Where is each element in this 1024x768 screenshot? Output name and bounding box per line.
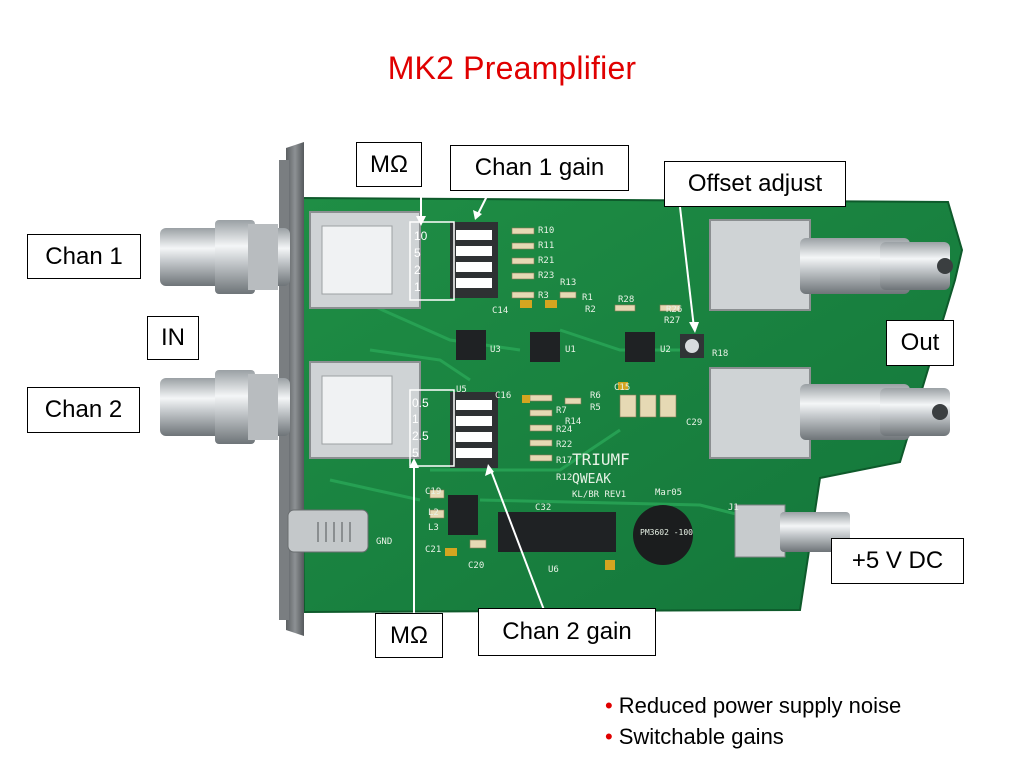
bullet-dot: • — [605, 692, 613, 718]
callout-chan2: Chan 2 — [27, 387, 140, 433]
bnc-input-chan2 — [160, 370, 290, 444]
silk-triumf: TRIUMF — [572, 450, 630, 469]
callout-in: IN — [147, 316, 199, 360]
silk-r5: R5 — [590, 403, 601, 413]
bullet-text: Reduced power supply noise — [618, 692, 902, 718]
input-shield-top — [309, 211, 421, 309]
chan1-gain-1: 1 — [414, 280, 421, 294]
callout-out: Out — [886, 320, 954, 366]
silk-r12: R12 — [556, 473, 572, 483]
bullet-item: • Switchable gains — [605, 721, 901, 752]
output-connector-top — [709, 219, 953, 311]
silk-l3: L3 — [428, 523, 439, 533]
feature-bullets: • Reduced power supply noise • Switchabl… — [605, 690, 901, 752]
silk-r2: R2 — [585, 305, 596, 315]
ic-regulator — [448, 495, 478, 535]
callout-offset-adjust: Offset adjust — [664, 161, 846, 207]
dip-switch-chan1 — [450, 222, 498, 298]
silk-c29: C29 — [686, 418, 702, 428]
silk-r24: R24 — [556, 425, 572, 435]
chan2-gain-values: 0.5 1 2.5 5 — [412, 396, 429, 460]
inductor-coil — [633, 505, 693, 565]
chan2-gain-0-5: 0.5 — [412, 396, 429, 410]
silk-c19: C19 — [425, 487, 441, 497]
silk-r7: R7 — [556, 406, 567, 416]
silk-date: Mar05 — [655, 488, 682, 498]
ic-u1 — [530, 332, 560, 362]
chan1-gain-5: 5 — [414, 246, 421, 260]
chan1-gain-2: 2 — [414, 263, 421, 277]
silk-r11: R11 — [538, 241, 554, 251]
silk-r10: R10 — [538, 226, 554, 236]
callout-chan1: Chan 1 — [27, 234, 141, 279]
callout-chan2-gain: Chan 2 gain — [478, 608, 656, 656]
callout-arrows — [409, 188, 699, 614]
silk-revision: KL/BR REV1 — [572, 490, 626, 500]
silk-u6: U6 — [548, 565, 559, 575]
silk-c20: C20 — [468, 561, 484, 571]
chan1-gain-10: 10 — [414, 229, 428, 243]
silk-r27: R27 — [664, 316, 680, 326]
callout-mohm-top: MΩ — [356, 142, 422, 187]
silk-u5: U5 — [456, 385, 467, 395]
silk-r18: R18 — [712, 349, 728, 359]
chan1-gain-values: 10 5 2 1 — [414, 229, 428, 294]
silk-r14: R14 — [565, 417, 581, 427]
silk-j1: J1 — [728, 503, 739, 513]
silk-c15: C15 — [614, 383, 630, 393]
silk-l2: L2 — [428, 508, 439, 518]
silk-u3: U3 — [490, 345, 501, 355]
slide-title: MK2 Preamplifier — [387, 50, 637, 86]
silk-inductor: PM3602 -100 — [640, 528, 693, 537]
bullet-text: Switchable gains — [618, 723, 784, 749]
silk-u2: U2 — [660, 345, 671, 355]
callout-plus5vdc: +5 V DC — [831, 538, 964, 584]
output-connector-bottom — [709, 367, 950, 459]
silk-gnd: GND — [376, 537, 392, 547]
smd-parts — [429, 227, 681, 549]
input-shield-bottom — [309, 361, 421, 459]
silk-r3: R3 — [538, 291, 549, 301]
silk-r23: R23 — [538, 271, 554, 281]
ic-u6 — [498, 512, 616, 552]
gnd-post — [287, 509, 369, 553]
silk-r1: R1 — [582, 293, 593, 303]
chan2-gain-5: 5 — [412, 446, 419, 460]
silk-qweak: QWEAK — [572, 472, 611, 487]
silk-c16: C16 — [495, 391, 511, 401]
silk-r28: R28 — [618, 295, 634, 305]
silk-r6: R6 — [590, 391, 601, 401]
silk-r26: R26 — [666, 305, 682, 315]
silk-r13: R13 — [560, 278, 576, 288]
ic-u3 — [456, 330, 486, 360]
chan1-label-frame — [409, 221, 455, 301]
silk-r21: R21 — [538, 256, 554, 266]
dip-switch-chan2 — [450, 392, 498, 468]
chan2-gain-2-5: 2.5 — [412, 429, 429, 443]
capacitors — [445, 300, 628, 570]
callout-mohm-bottom: MΩ — [375, 613, 443, 658]
bullet-dot: • — [605, 723, 613, 749]
silk-c21: C21 — [425, 545, 441, 555]
bnc-input-chan1 — [160, 220, 290, 294]
callout-chan1-gain: Chan 1 gain — [450, 145, 629, 191]
silk-r17: R17 — [556, 456, 572, 466]
silk-c14: C14 — [492, 306, 508, 316]
chan2-label-frame — [409, 389, 455, 467]
silk-r22: R22 — [556, 440, 572, 450]
silk-c32: C32 — [535, 503, 551, 513]
silk-u1: U1 — [565, 345, 576, 355]
ic-u2 — [625, 332, 655, 362]
bullet-item: • Reduced power supply noise — [605, 690, 901, 721]
chan2-gain-1: 1 — [412, 412, 419, 426]
